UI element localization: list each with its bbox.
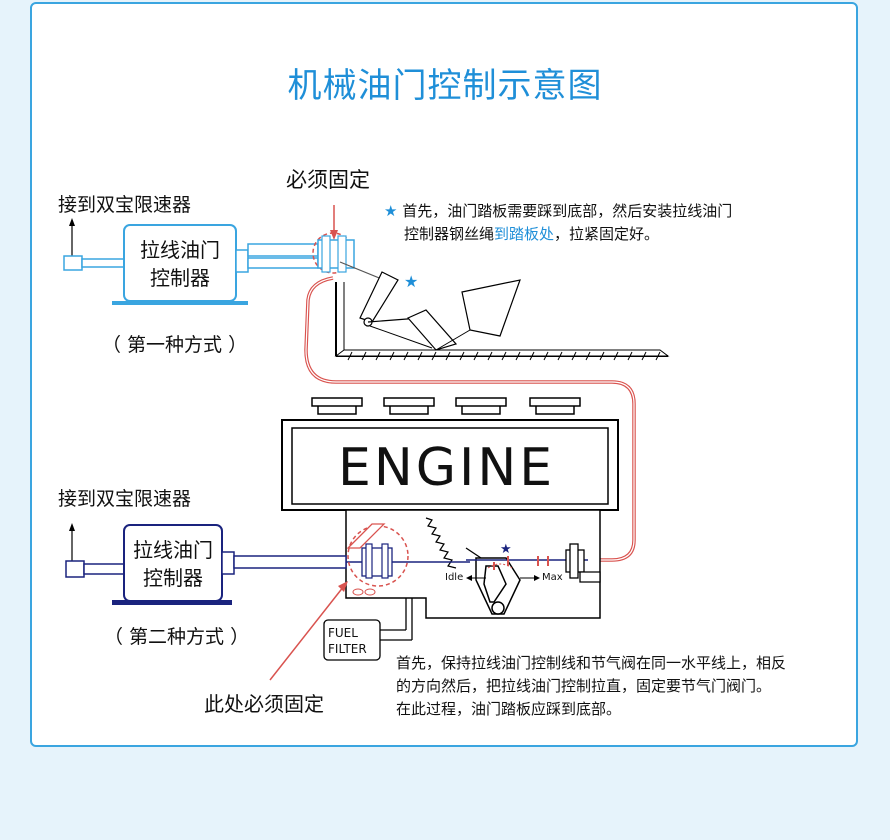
bottom-controller-label: 拉线油门 控制器 [118, 536, 228, 592]
top-note-highlight: 到踏板处 [494, 225, 555, 243]
controller-1 [63, 218, 319, 305]
top-controller-line1: 拉线油门 [140, 238, 220, 262]
top-controller-line2: 控制器 [150, 266, 210, 290]
top-must-fix-label: 必须固定 [286, 168, 370, 192]
fuel-filter [323, 598, 413, 661]
bottom-note-line2: 的方向然后，把拉线油门控制拉直，固定要节气门阀门。 [396, 677, 772, 695]
bottom-controller-line1: 拉线油门 [133, 538, 213, 562]
page-title: 机械油门控制示意图 [287, 66, 603, 106]
top-connect-label: 接到双宝限速器 [58, 194, 192, 216]
bottom-note-line3: 在此过程，油门踏板应踩到底部。 [396, 700, 622, 718]
bottom-clamp [269, 523, 409, 681]
pedal-assembly [334, 261, 670, 361]
max-label: Max [542, 572, 563, 583]
top-note-text-3: ，拉紧固定好。 [554, 225, 660, 243]
method-1-label: （ 第一种方式 ） [102, 334, 248, 356]
top-note: ★ 首先，油门踏板需要踩到底部，然后安装拉线油门 控制器钢丝绳到踏板处，拉紧固定… [384, 200, 824, 246]
engine-block [281, 397, 619, 619]
bottom-connect-label: 接到双宝限速器 [58, 488, 192, 510]
top-note-text-2: 控制器钢丝绳 [404, 225, 495, 243]
top-clamp [312, 205, 355, 274]
fuel-filter-label: FUEL FILTER [328, 625, 367, 657]
top-controller-label: 拉线油门 控制器 [125, 236, 235, 292]
throttle-star-icon: ★ [500, 542, 512, 557]
bottom-must-fix-label: 此处必须固定 [204, 692, 324, 716]
top-note-text-1: 首先，油门踏板需要踩到底部，然后安装拉线油门 [402, 202, 733, 220]
fuel-filter-line2: FILTER [328, 642, 367, 656]
idle-label: Idle [445, 572, 464, 583]
cable-bracket [565, 543, 601, 583]
method-2-label: （ 第二种方式 ） [104, 626, 250, 648]
engine-label: ENGINE [338, 438, 556, 498]
pedal-star-icon: ★ [404, 272, 418, 291]
controller-2 [65, 523, 470, 605]
bottom-controller-line2: 控制器 [143, 566, 203, 590]
diagram-card [30, 2, 858, 747]
bottom-note: 首先，保持拉线油门控制线和节气阀在同一水平线上，相反 的方向然后，把拉线油门控制… [396, 652, 846, 721]
note-star-icon: ★ [384, 202, 398, 220]
fuel-filter-line1: FUEL [328, 626, 358, 640]
bottom-note-line1: 首先，保持拉线油门控制线和节气阀在同一水平线上，相反 [396, 654, 787, 672]
throttle-lever [466, 556, 588, 615]
